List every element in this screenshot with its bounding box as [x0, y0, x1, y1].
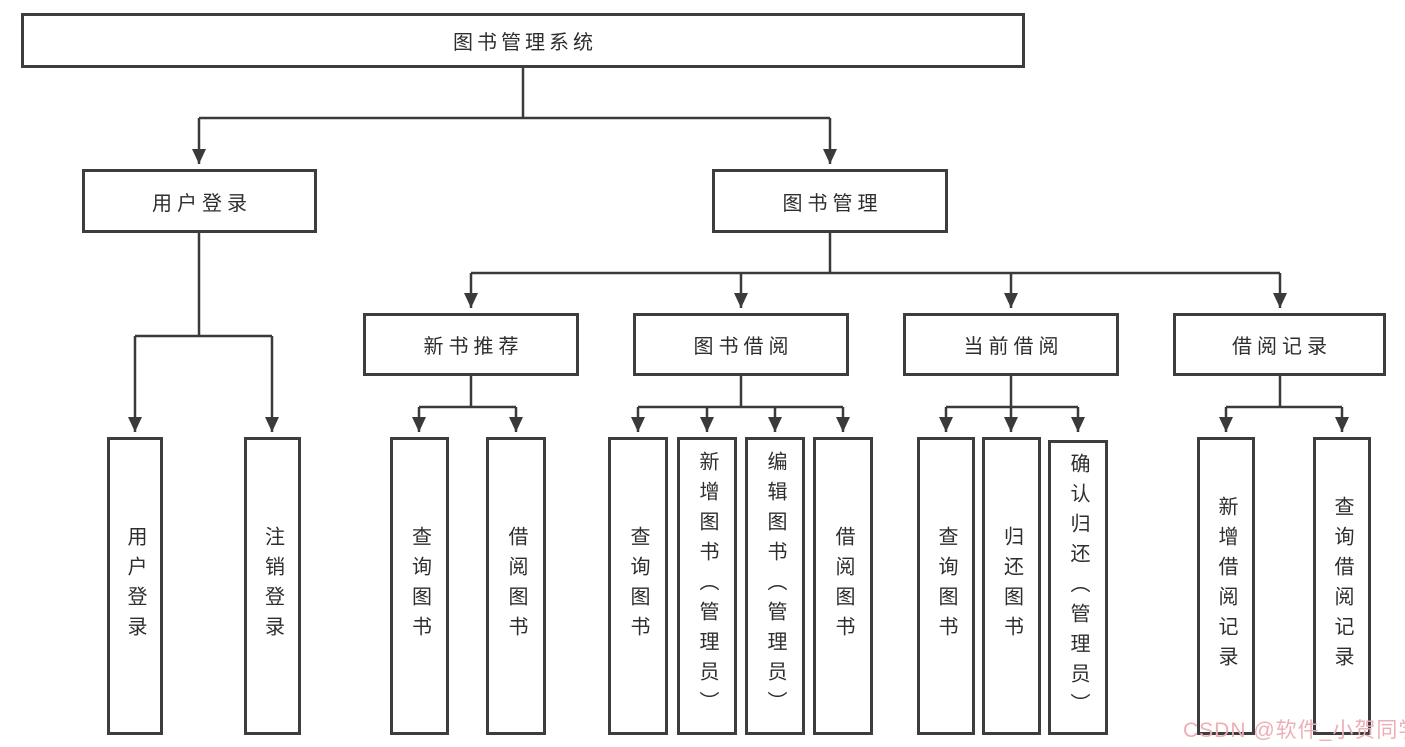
node-book-management: 图书管理	[712, 169, 948, 233]
node-current-borrowing: 当前借阅	[903, 313, 1119, 376]
node-leaf-borrow-books: 借阅图书	[813, 437, 873, 735]
node-label: 图书借阅	[693, 336, 794, 358]
node-label: 归还图书	[1000, 526, 1023, 646]
connector-user-login-to-leaves	[128, 233, 279, 432]
node-label: 新增借阅记录	[1215, 496, 1237, 676]
node-label: 查询图书	[627, 526, 649, 646]
node-label: 用户登录	[152, 192, 252, 215]
connector-new-book-recommend-to-leaves	[412, 376, 523, 432]
node-leaf-return-books: 归还图书	[982, 437, 1041, 735]
connector-borrowing-records-to-leaves	[1219, 376, 1349, 432]
node-label: 新增图书（管理员）	[696, 451, 718, 721]
node-leaf-query-books: 查询图书	[390, 437, 449, 735]
node-label: 注销登录	[261, 526, 284, 646]
node-leaf-query-borrow-record: 查询借阅记录	[1313, 437, 1371, 735]
node-leaf-add-borrow-record: 新增借阅记录	[1197, 437, 1255, 735]
node-label: 新书推荐	[423, 336, 524, 358]
node-book-borrowing: 图书借阅	[633, 313, 849, 376]
node-label: 编辑图书（管理员）	[764, 451, 786, 721]
node-leaf-user-login: 用户登录	[107, 437, 163, 735]
node-user-login: 用户登录	[82, 169, 317, 233]
node-leaf-query-books: 查询图书	[608, 437, 668, 735]
connector-current-borrowing-to-leaves	[939, 376, 1085, 432]
node-label: 借阅图书	[505, 526, 527, 646]
connector-book-management-to-level2	[464, 233, 1287, 308]
csdn-watermark: CSDN @软件_小贺同学	[1183, 719, 1405, 742]
node-label: 确认归还（管理员）	[1067, 452, 1089, 723]
node-label: 图书管理	[782, 192, 883, 215]
node-leaf-logout: 注销登录	[244, 437, 301, 735]
node-leaf-confirm-return-admin: 确认归还（管理员）	[1048, 440, 1108, 735]
node-label: 借阅记录	[1232, 336, 1332, 358]
node-label: 当前借阅	[963, 336, 1064, 358]
node-leaf-add-books-admin: 新增图书（管理员）	[677, 437, 737, 735]
node-label: 借阅图书	[832, 526, 854, 646]
node-label: 查询图书	[408, 526, 431, 646]
node-leaf-borrow-books: 借阅图书	[486, 437, 546, 735]
node-label: 查询图书	[935, 526, 957, 646]
node-label: 用户登录	[124, 526, 146, 646]
node-leaf-query-books: 查询图书	[917, 437, 975, 735]
node-label: 查询借阅记录	[1331, 496, 1353, 676]
node-library-management-system: 图书管理系统	[21, 13, 1025, 68]
node-leaf-edit-books-admin: 编辑图书（管理员）	[745, 437, 805, 735]
node-label: 图书管理系统	[453, 32, 597, 54]
node-borrowing-records: 借阅记录	[1173, 313, 1386, 376]
connector-root-to-level1	[192, 68, 837, 164]
connector-book-borrowing-to-leaves	[631, 376, 850, 432]
node-new-book-recommend: 新书推荐	[363, 313, 579, 376]
